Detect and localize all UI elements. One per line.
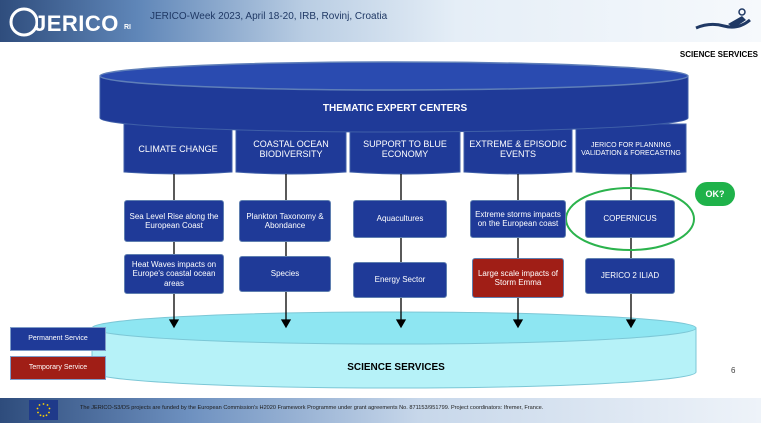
- funding-statement: The JERICO-S3/DS projects are funded by …: [80, 405, 544, 411]
- thematic-centers-label: THEMATIC EXPERT CENTERS: [322, 103, 468, 114]
- top-cylinder: [99, 61, 689, 133]
- ship-icon: [695, 8, 751, 30]
- flow-arrows: [168, 174, 637, 329]
- footer-band: [0, 398, 761, 423]
- column-header-climate: CLIMATE CHANGE: [138, 144, 218, 155]
- service-box-sea-level: Sea Level Rise along the European Coast: [124, 200, 224, 242]
- service-box-heat-waves: Heat Waves impacts on Europe's coastal o…: [124, 254, 224, 294]
- service-box-plankton: Plankton Taxonomy & Abondance: [239, 200, 331, 242]
- legend-temporary: Temporary Service: [10, 356, 106, 380]
- science-services-label: SCIENCE SERVICES: [347, 362, 445, 373]
- legend-permanent: Permanent Service: [10, 327, 106, 351]
- event-title: JERICO-Week 2023, April 18-20, IRB, Rovi…: [150, 11, 388, 22]
- service-box-species: Species: [239, 256, 331, 292]
- eu-flag-icon: [29, 400, 58, 420]
- section-title: SCIENCE SERVICES: [679, 50, 758, 59]
- jerico-logo-icon: [9, 7, 38, 37]
- logo-name: JERICO: [34, 11, 119, 36]
- column-header-planning: JERICO FOR PLANNING VALIDATION & FORECAS…: [581, 142, 681, 157]
- bottom-cylinder: [91, 311, 697, 389]
- ok-annotation-badge: OK?: [695, 182, 735, 206]
- column-header-blue-economy: SUPPORT TO BLUE ECONOMY: [363, 139, 447, 159]
- service-box-storm-emma: Large scale impacts of Storm Emma: [472, 258, 564, 298]
- service-box-extreme-storms: Extreme storms impacts on the European c…: [470, 200, 566, 238]
- highlight-ellipse: [565, 187, 695, 251]
- page-number: 6: [731, 366, 736, 375]
- logo-suffix: RI: [124, 24, 131, 31]
- header-band: [0, 0, 761, 42]
- service-box-aquacultures: Aquacultures: [353, 200, 447, 238]
- service-box-iliad: JERICO 2 ILIAD: [585, 258, 675, 294]
- column-header-extreme-events: EXTREME & EPISODIC EVENTS: [469, 139, 567, 159]
- column-header-biodiversity: COASTAL OCEAN BIODIVERSITY: [253, 139, 329, 159]
- column-bodies: [123, 123, 687, 175]
- service-box-energy: Energy Sector: [353, 262, 447, 298]
- service-box-copernicus: COPERNICUS: [585, 200, 675, 238]
